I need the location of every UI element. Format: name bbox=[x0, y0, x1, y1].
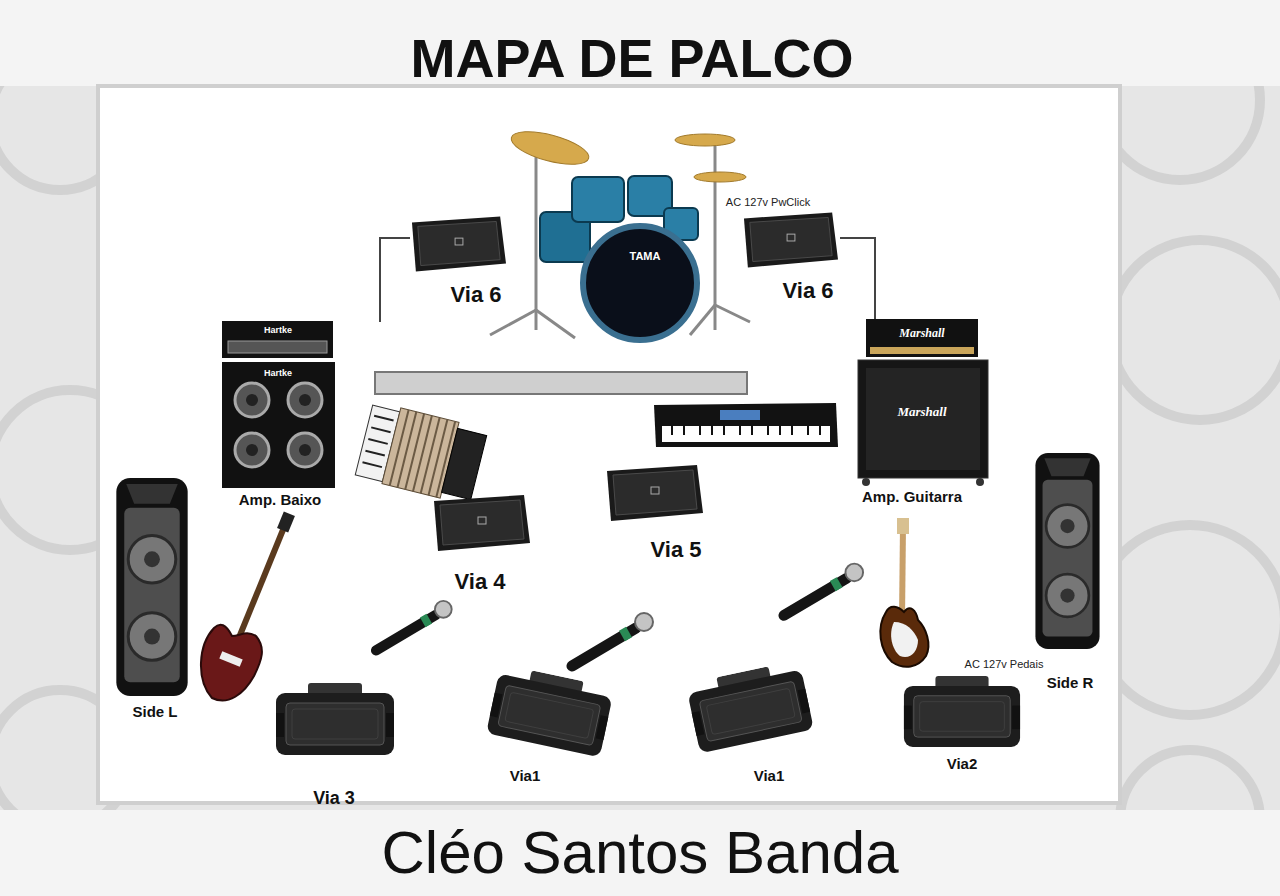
monitor-label: Via1 bbox=[754, 767, 785, 784]
monitor-label: Via 6 bbox=[451, 282, 502, 307]
monitor-label: Via 5 bbox=[651, 537, 702, 562]
amp-label: Amp. Guitarra bbox=[862, 488, 962, 505]
brand-logo: TAMA bbox=[630, 250, 661, 263]
monitor-label: Via 3 bbox=[313, 788, 355, 809]
amp-label: Amp. Baixo bbox=[239, 491, 322, 508]
band-caption: Cléo Santos Banda bbox=[381, 818, 898, 887]
brand-logo: Hartke bbox=[264, 325, 292, 335]
brand-logo: Hartke bbox=[264, 368, 292, 378]
power-note: AC 127v PwClick bbox=[726, 196, 810, 209]
brand-logo: Marshall bbox=[899, 327, 944, 341]
side-label: Side L bbox=[132, 703, 177, 720]
monitor-label: Via 4 bbox=[455, 569, 506, 594]
page-title: MAPA DE PALCO bbox=[411, 27, 854, 89]
power-note: AC 127v Pedais bbox=[965, 658, 1044, 671]
brand-logo: Marshall bbox=[897, 405, 946, 420]
side-label: Side R bbox=[1047, 674, 1094, 691]
monitor-label: Via1 bbox=[510, 767, 541, 784]
monitor-label: Via2 bbox=[947, 755, 978, 772]
monitor-label: Via 6 bbox=[783, 278, 834, 303]
